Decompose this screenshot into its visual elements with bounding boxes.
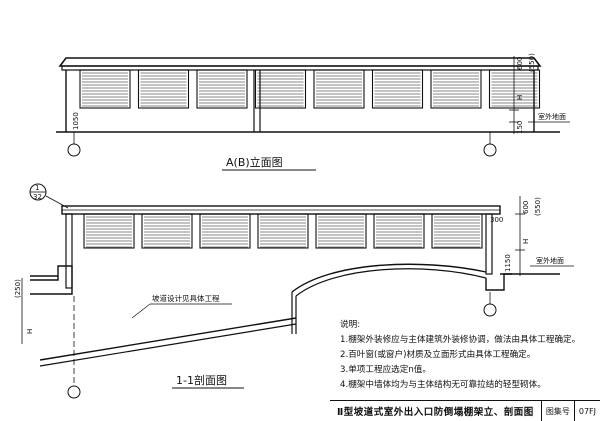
elevation-louvers	[79, 69, 541, 109]
dim-550: (550)	[528, 53, 536, 72]
dim-1150: 1150	[504, 254, 512, 272]
elevation-caption: A(B)立面图	[226, 155, 283, 169]
note-line-3: 3.单项工程应选定n值。	[340, 365, 431, 375]
louver-panel	[315, 213, 367, 249]
dim-600: 600	[522, 201, 530, 214]
elevation-fascia	[61, 65, 539, 71]
elevation-view: 600 (550) H 1050 150 室外地面 A(B)立面图	[56, 53, 570, 171]
section-ground-label: 室外地面	[536, 256, 564, 265]
louver-panel	[373, 213, 425, 249]
dim-300: 300	[490, 216, 503, 224]
louver-panel	[199, 213, 251, 249]
section-right-wall	[485, 213, 493, 275]
louver-panel	[141, 213, 193, 249]
dim-550: (550)	[534, 197, 542, 216]
drawing-title: Ⅱ型坡道式室外出入口防倒塌棚架立、剖面图	[337, 407, 534, 418]
slope-note: 坡道设计见具体工程	[152, 293, 220, 303]
left-foundation	[30, 265, 73, 295]
ramp-lower	[39, 317, 297, 361]
elevation-roof	[58, 57, 542, 67]
louver-panel	[254, 69, 307, 109]
louver-panel	[137, 69, 190, 109]
louver-panel	[83, 213, 135, 249]
right-drain	[485, 273, 512, 291]
atlas-label: 图集号	[540, 401, 574, 421]
ramp-upper-under	[295, 268, 487, 297]
section-caption: 1-1剖面图	[176, 373, 227, 387]
section-view: 1 32	[14, 183, 574, 399]
axis-bubble-right	[483, 143, 497, 157]
section-louvers	[83, 213, 483, 249]
note-line-4: 4.棚架中墙体均为与主体结构无可靠拉结的轻型砌体。	[340, 380, 546, 390]
note-line-2: 2.百叶窗(或窗户)材质及立面形式由具体工程确定。	[340, 350, 536, 360]
dim-1050: 1050	[72, 112, 80, 130]
louver-panel	[79, 69, 131, 109]
dim-150: 150	[516, 121, 524, 134]
ramp-lower-under	[39, 323, 297, 367]
axis-bubble-left	[67, 385, 81, 399]
louver-panel	[313, 69, 365, 109]
louver-panel	[196, 69, 248, 109]
callout-ref: 32	[33, 193, 42, 201]
louver-panel	[371, 69, 424, 109]
slope-note-arrow	[131, 303, 151, 319]
axis-bubble-right	[483, 303, 497, 317]
louver-panel	[257, 213, 309, 249]
louver-panel	[430, 69, 482, 109]
dim-h-left: H	[26, 329, 34, 334]
axis-bubble-left	[67, 143, 81, 157]
dim-h: H	[522, 239, 530, 244]
note-line-1: 1.棚架外装修应与主体建筑外装修协调，做法由具体工程确定。	[340, 335, 581, 345]
atlas-number: 07FJ	[573, 401, 600, 421]
ramp-upper	[291, 263, 487, 293]
dim-250: (250)	[14, 279, 22, 298]
louver-panel	[431, 213, 483, 249]
notes-title: 说明:	[340, 320, 361, 330]
callout-number: 1	[35, 184, 39, 192]
dim-h: H	[516, 95, 524, 100]
elevation-ground-label: 室外地面	[538, 112, 566, 121]
title-block: Ⅱ型坡道式室外出入口防倒塌棚架立、剖面图 图集号 07FJ	[330, 400, 600, 421]
notes-block: 说明: 1.棚架外装修应与主体建筑外装修协调，做法由具体工程确定。 2.百叶窗(…	[340, 318, 595, 393]
section-left-wall	[65, 213, 73, 289]
dim-600: 600	[516, 57, 524, 70]
